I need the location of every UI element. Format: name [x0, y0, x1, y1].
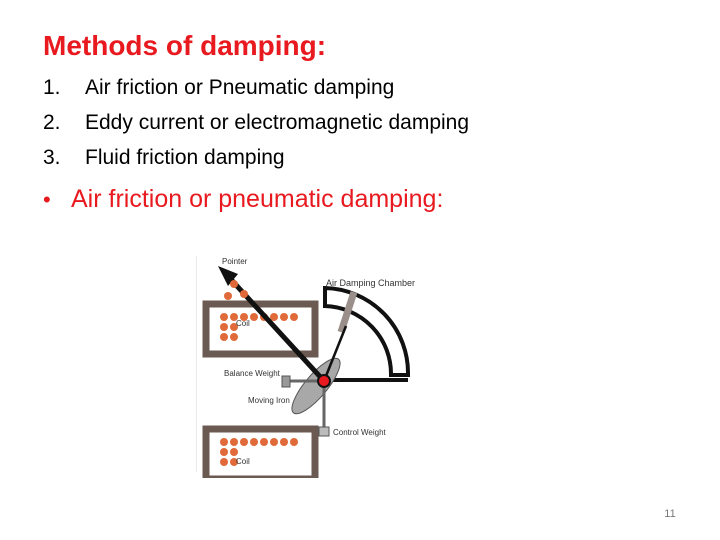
pointer-beads	[224, 280, 248, 300]
label-chamber: Air Damping Chamber	[326, 278, 415, 288]
page-number: 11	[664, 508, 676, 520]
label-moving-iron: Moving Iron	[248, 396, 290, 405]
pointer-tip	[218, 266, 238, 286]
list-number: 3.	[43, 146, 61, 169]
control-weight	[318, 426, 330, 437]
label-coil-top: Coil	[236, 319, 250, 328]
coil-windings-bottom	[220, 438, 298, 466]
label-control-weight: Control Weight	[333, 428, 387, 437]
list-number: 2.	[43, 111, 61, 134]
balance-weight	[281, 375, 291, 388]
moving-iron-disc	[291, 357, 341, 415]
list-text: Eddy current or electromagnetic damping	[85, 111, 470, 134]
coil-windings-top	[220, 313, 298, 341]
list-number: 1.	[43, 76, 61, 99]
bullet-icon: •	[43, 186, 51, 212]
label-balance-weight: Balance Weight	[224, 369, 281, 378]
list-text: Air friction or Pneumatic damping	[85, 76, 395, 99]
section-heading: • Air friction or pneumatic damping:	[43, 185, 443, 214]
damping-vane	[337, 291, 358, 334]
pneumatic-damping-diagram: Pointer Air Damping Chamber Coil Balance…	[196, 246, 460, 478]
list-item: 2. Eddy current or electromagnetic dampi…	[43, 106, 469, 141]
list-item: 1. Air friction or Pneumatic damping	[43, 71, 469, 106]
top-coil-frame	[202, 300, 319, 358]
bottom-coil-frame	[202, 425, 319, 478]
slide-title: Methods of damping:	[43, 30, 327, 61]
section-heading-text: Air friction or pneumatic damping:	[71, 185, 444, 213]
methods-list: 1. Air friction or Pneumatic damping 2. …	[43, 71, 469, 176]
list-text: Fluid friction damping	[85, 146, 285, 169]
label-coil-bottom: Coil	[236, 457, 250, 466]
pivot	[317, 374, 331, 388]
label-pointer: Pointer	[222, 257, 248, 266]
list-item: 3. Fluid friction damping	[43, 141, 469, 176]
vane-arm	[322, 325, 348, 382]
damping-chamber	[323, 285, 411, 377]
